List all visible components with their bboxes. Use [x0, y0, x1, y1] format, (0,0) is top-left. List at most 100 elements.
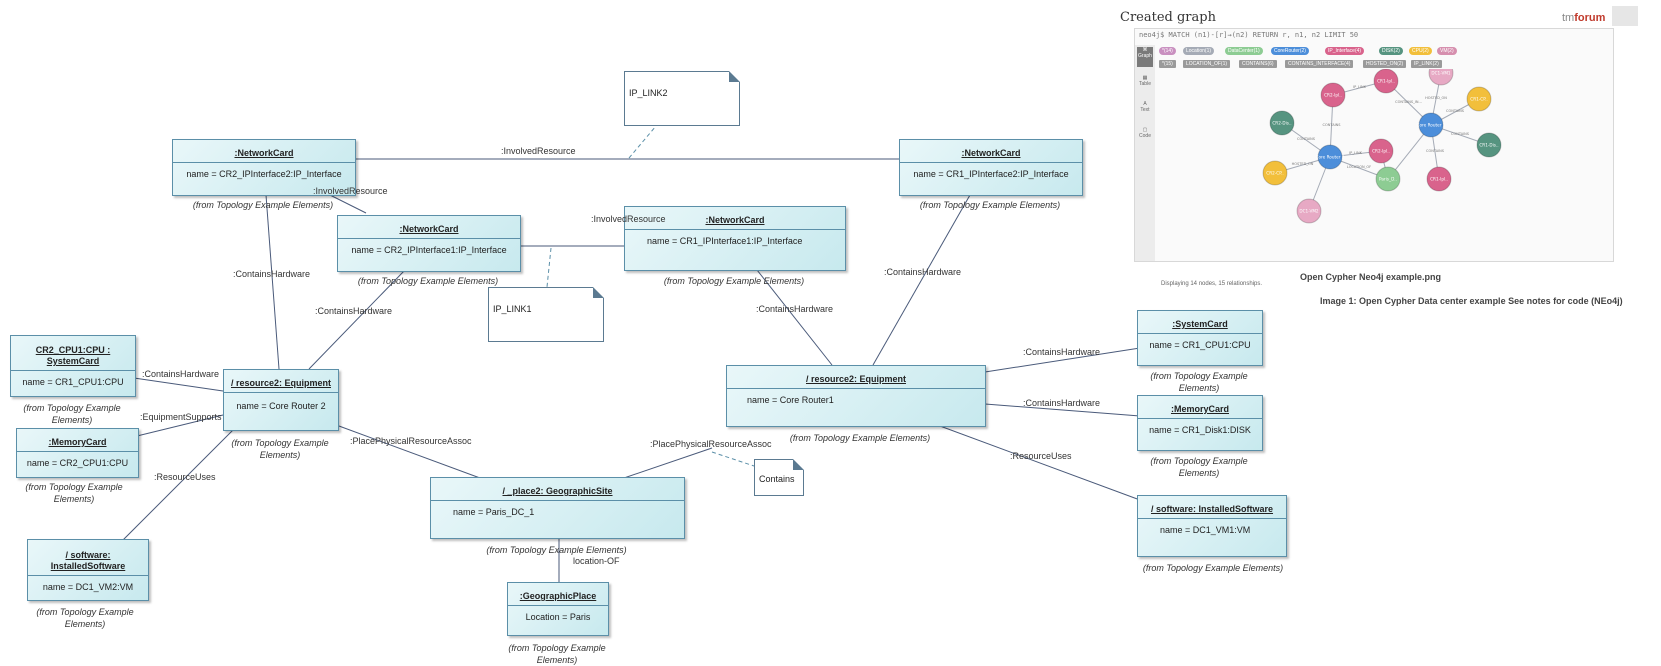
graph-node[interactable] — [1428, 69, 1454, 86]
side-label: Graph — [1138, 53, 1152, 59]
side-label: Table — [1139, 81, 1151, 87]
link-label: :ContainsHardware — [756, 304, 834, 314]
graph-canvas: CONTAINSIP_LINKCONTAINS_IN...HOSTED_ONCO… — [1262, 69, 1502, 224]
graph-node[interactable] — [1426, 166, 1452, 192]
relationship-chip[interactable]: CONTAINS_INTERFACE(4) — [1285, 60, 1354, 68]
memory-card-cr1[interactable]: :MemoryCard name = CR1_Disk1:DISK — [1137, 395, 1263, 451]
geographic-site[interactable]: / _place2: GeographicSite name = Paris_D… — [430, 477, 685, 539]
geographic-place[interactable]: :GeographicPlace Location = Paris — [507, 582, 609, 636]
link-label: :ContainsHardware — [1023, 347, 1101, 357]
equipment-core-router-2[interactable]: / resource2: Equipment name = Core Route… — [223, 369, 339, 431]
object-title: / resource2: Equipment — [805, 374, 907, 384]
memory-card-cr2[interactable]: :MemoryCard name = CR2_CPU1:CPU — [16, 428, 139, 478]
node-chip[interactable]: IP_Interface(4) — [1325, 47, 1365, 55]
object-caption: (from Topology Example Elements) — [663, 276, 805, 286]
graph-edge-label: HOSTED_ON — [1292, 162, 1314, 166]
object-title: :MemoryCard — [48, 437, 107, 447]
table-view-button[interactable]: ▦Table — [1139, 75, 1151, 87]
graph-node-label: DC1-VM1 — [1431, 71, 1451, 76]
graph-node[interactable] — [1373, 69, 1399, 94]
note-text: IP_LINK1 — [493, 304, 532, 314]
node-chip[interactable]: DataCenter(1) — [1225, 47, 1263, 55]
object-attribute: name = DC1_VM1:VM — [1160, 525, 1251, 535]
logo-prefix: tm — [1562, 12, 1575, 24]
node-chip[interactable]: CoreRouter(2) — [1271, 47, 1309, 55]
object-caption: (from Topology Example Elements) — [192, 200, 334, 210]
graph-node[interactable] — [1466, 86, 1492, 112]
graph-node-label: CR2-Dis.. — [1272, 121, 1291, 126]
relationship-chip[interactable]: LOCATION_OF(1) — [1183, 60, 1231, 68]
graph-node-label: Core Router 2 — [1316, 155, 1345, 160]
installed-software-vm1[interactable]: / software: InstalledSoftware name = DC1… — [1137, 495, 1287, 557]
graph-edge-label: CONTAINS_IN... — [1395, 100, 1422, 104]
object-caption: (from Topology Example Elements) — [1150, 456, 1248, 478]
image-description: Image 1: Open Cypher Data center example… — [1320, 296, 1623, 306]
node-chip[interactable]: DISK(2) — [1379, 47, 1403, 55]
graph-node[interactable] — [1375, 166, 1401, 192]
node-chip[interactable]: VM(2) — [1437, 47, 1457, 55]
link-label: :PlacePhysicalResourceAssoc — [350, 436, 472, 446]
object-attribute: name = CR2_IPInterface2:IP_Interface — [186, 169, 342, 179]
object-title: / _place2: GeographicSite — [502, 486, 613, 496]
node-chip[interactable]: *(14) — [1159, 47, 1176, 55]
graph-view-button[interactable]: ⌘Graph — [1137, 47, 1153, 67]
graph-edge-label: CONTAINS — [1297, 137, 1316, 141]
installed-software-vm2[interactable]: / software: InstalledSoftware name = DC1… — [27, 539, 149, 601]
object-caption: (from Topology Example Elements) — [1142, 563, 1284, 573]
network-card-cr1-ip2[interactable]: :NetworkCard name = CR1_IPInterface2:IP_… — [899, 139, 1083, 196]
graph-node[interactable] — [1320, 82, 1346, 108]
object-title: :NetworkCard — [961, 148, 1021, 158]
graph-node[interactable] — [1476, 132, 1502, 158]
object-title: / software: InstalledSoftware — [50, 550, 126, 571]
relationship-chip[interactable]: *(15) — [1159, 60, 1176, 68]
logo-suffix: forum — [1574, 12, 1606, 24]
graph-edge-label: CONTAINS — [1446, 109, 1465, 113]
relationship-chip[interactable]: CONTAINS(6) — [1239, 60, 1277, 68]
graph-node[interactable] — [1296, 198, 1322, 224]
object-title: :NetworkCard — [399, 224, 459, 234]
equipment-core-router-1[interactable]: / resource2: Equipment name = Core Route… — [726, 365, 986, 427]
graph-title: Created graph — [1120, 10, 1216, 25]
graph-node-label: CR2-Ipl.. — [1372, 149, 1390, 154]
graph-edge-label: CONTAINS — [1451, 132, 1470, 136]
code-view-button[interactable]: ▢Code — [1139, 127, 1151, 139]
graph-edge-label: LOCATION_OF — [1347, 165, 1371, 169]
note-ip-link2: IP_LINK2 — [624, 71, 740, 126]
relationship-chip[interactable]: IP_LINK(2) — [1411, 60, 1442, 68]
object-title: / software: InstalledSoftware — [1150, 504, 1274, 514]
graph-node-label: CR1-Ipl.. — [1430, 177, 1448, 182]
note-contains: Contains — [754, 459, 804, 496]
graph-node[interactable] — [1317, 144, 1343, 170]
graph-edge-label: IP_LINK — [1353, 85, 1366, 89]
graph-node[interactable] — [1262, 160, 1288, 186]
object-attribute: name = CR1_CPU1:CPU — [1149, 340, 1251, 350]
graph-node-label: Paris_D.. — [1379, 177, 1397, 182]
relationship-chip[interactable]: HOSTED_ON(2) — [1363, 60, 1407, 68]
system-card-cr2-cpu[interactable]: CR2_CPU1:CPU : SystemCard name = CR1_CPU… — [10, 335, 136, 397]
object-caption: (from Topology Example Elements) — [508, 643, 606, 665]
object-caption: (from Topology Example Elements) — [486, 545, 627, 555]
link-label: :EquipmentSupports — [140, 412, 222, 422]
network-card-cr1-ip1[interactable]: :NetworkCard name = CR1_IPInterface1:IP_… — [624, 206, 846, 271]
graph-node[interactable] — [1269, 110, 1295, 136]
graph-node[interactable] — [1418, 112, 1444, 138]
node-chip[interactable]: Location(1) — [1183, 47, 1215, 55]
graph-edge-label: HOSTED_ON — [1425, 96, 1447, 100]
graph-node-label: CR1-Ipl.. — [1377, 79, 1395, 84]
graph-node-label: CR2-CP.. — [1266, 171, 1283, 176]
object-caption: (from Topology Example Elements) — [25, 482, 123, 504]
node-chip[interactable]: CPU(2) — [1409, 47, 1432, 55]
object-title: / resource2: Equipment — [230, 378, 332, 388]
network-card-cr2-ip1[interactable]: :NetworkCard name = CR2_IPInterface1:IP_… — [337, 215, 521, 272]
object-attribute: name = CR1_CPU1:CPU — [22, 377, 124, 387]
object-attribute: name = CR1_IPInterface2:IP_Interface — [913, 169, 1069, 179]
graph-node-label: CR1-CP.. — [1470, 97, 1487, 102]
system-card-cr1[interactable]: :SystemCard name = CR1_CPU1:CPU — [1137, 310, 1263, 366]
object-caption: (from Topology Example Elements) — [23, 403, 121, 425]
link-label: :ContainsHardware — [142, 369, 220, 379]
note-ip-link1: IP_LINK1 — [488, 287, 604, 342]
network-card-cr2-ip2[interactable]: :NetworkCard name = CR2_IPInterface2:IP_… — [172, 139, 356, 196]
graph-node[interactable] — [1368, 138, 1394, 164]
